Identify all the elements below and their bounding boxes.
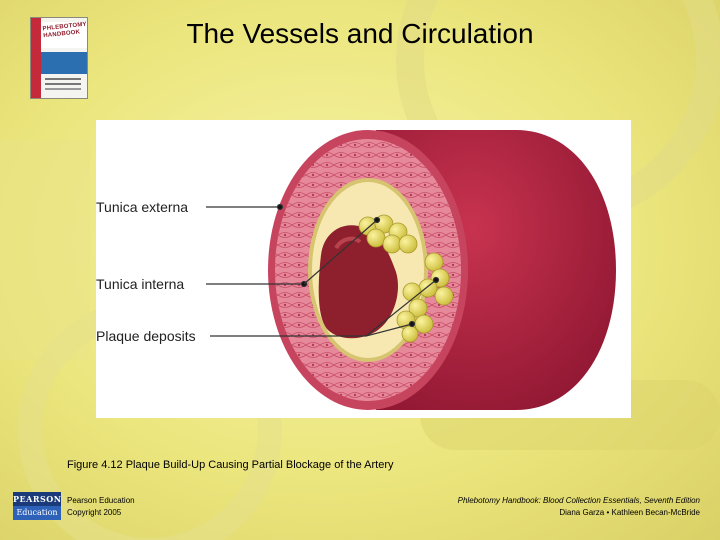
book-cover-band	[41, 22, 87, 48]
pearson-logo-bottom: Education	[13, 506, 61, 520]
lumen-highlight	[334, 236, 362, 250]
footer-publisher: Pearson Education	[67, 496, 135, 505]
footer-copyright-year: Copyright 2005	[67, 508, 122, 517]
book-cover-spine	[31, 18, 41, 98]
label-plaque-deposits: Plaque deposits	[96, 328, 196, 344]
footer-authors: Diana Garza • Kathleen Becan-McBride	[559, 508, 700, 517]
plaque-deposits-cluster	[358, 214, 454, 343]
pearson-education-logo: PEARSON Education	[13, 492, 61, 520]
slide-title: The Vessels and Circulation	[186, 18, 534, 49]
footer-book-title: Phlebotomy Handbook: Blood Collection Es…	[457, 496, 700, 505]
footer-book-credit: Phlebotomy Handbook: Blood Collection Es…	[458, 495, 700, 519]
figure-caption: Figure 4.12 Plaque Build-Up Causing Part…	[67, 459, 394, 471]
label-leader-lines	[206, 203, 440, 337]
book-cover-text-lines	[45, 78, 81, 80]
pearson-logo-top: PEARSON	[13, 492, 62, 506]
label-tunica-externa: Tunica externa	[96, 199, 188, 215]
label-tunica-interna: Tunica interna	[96, 276, 184, 292]
book-cover-art	[41, 52, 87, 74]
artery-figure-panel: Tunica externa Tunica interna Plaque dep…	[96, 120, 631, 418]
footer-copyright: Pearson Education Copyright 2005	[67, 495, 135, 519]
artery-diagram: Tunica externa Tunica interna Plaque dep…	[96, 130, 616, 410]
